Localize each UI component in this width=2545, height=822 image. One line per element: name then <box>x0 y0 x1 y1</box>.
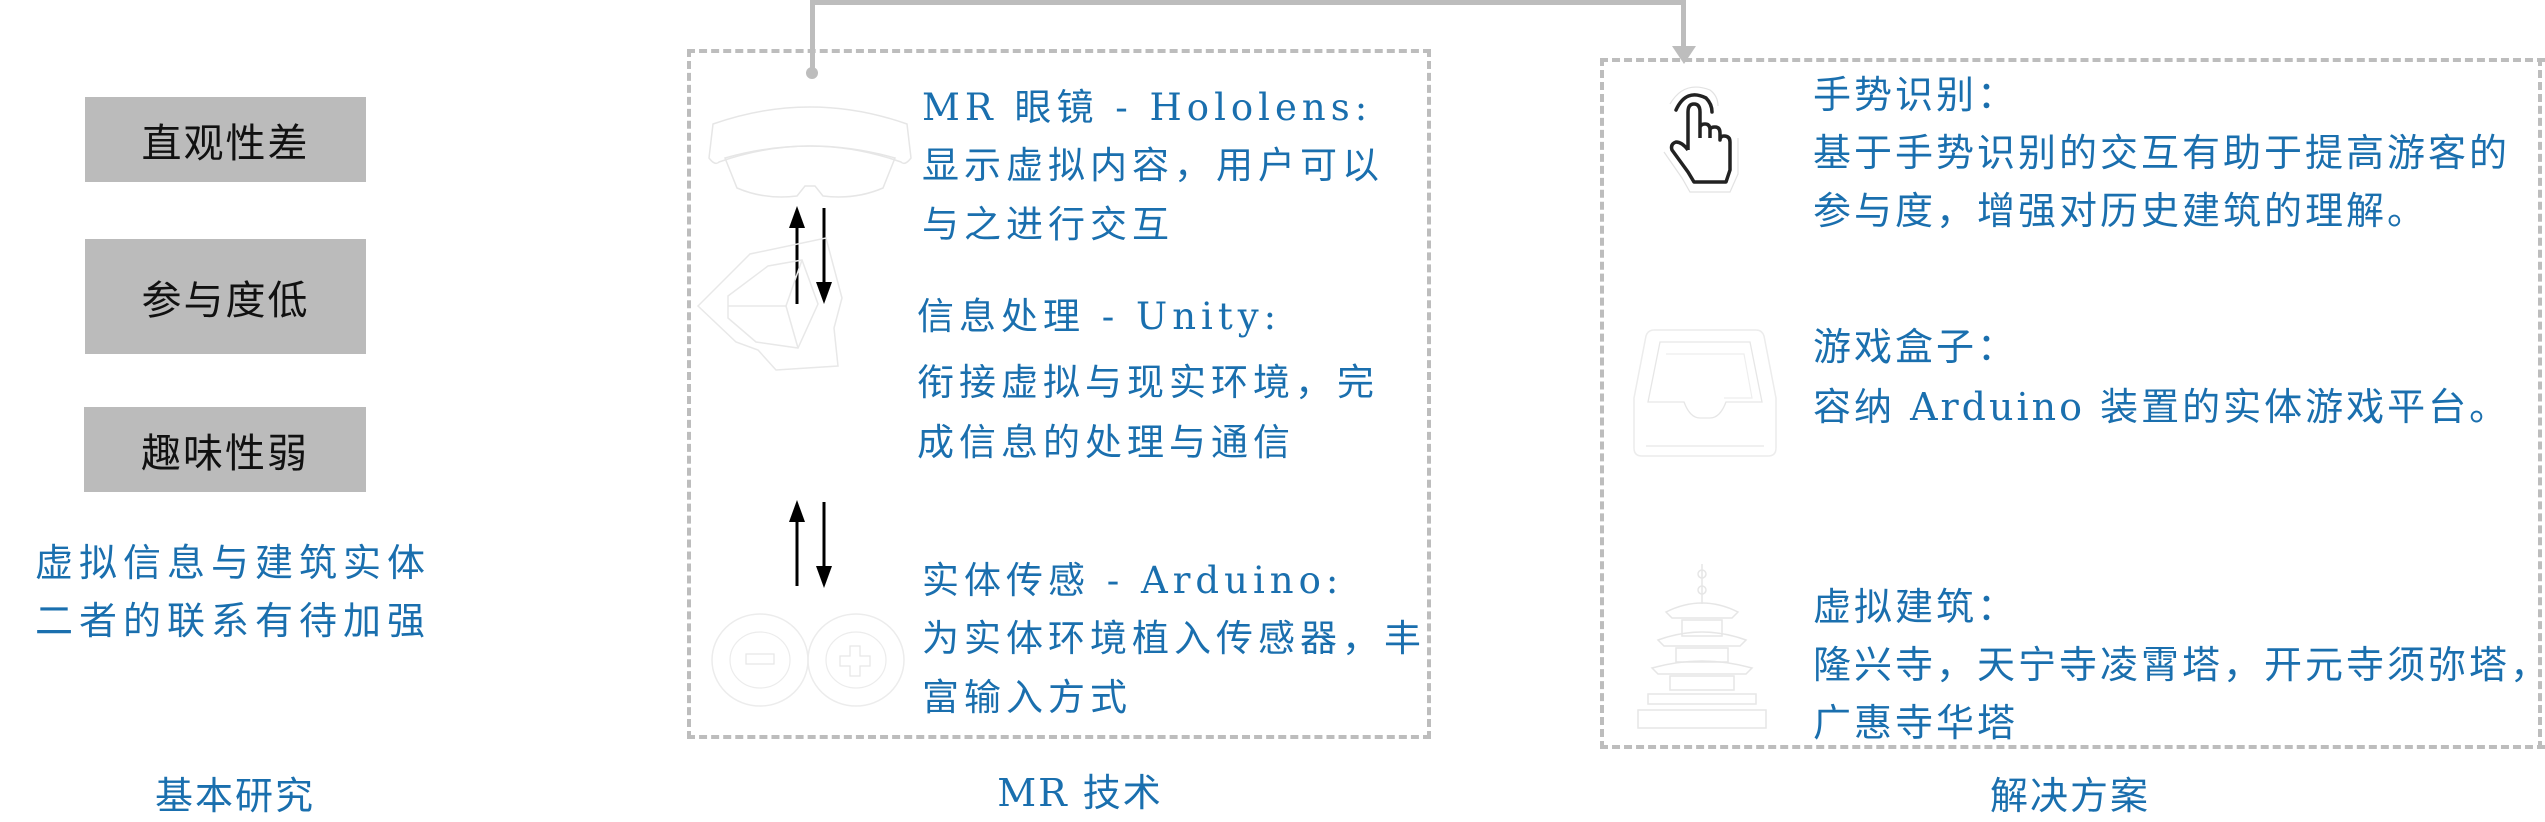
mr-technology-panel <box>687 49 1431 739</box>
unity-desc-line-2: 成信息的处理与通信 <box>917 421 1295 464</box>
hololens-title: MR 眼镜 - Hololens: <box>922 86 1373 129</box>
bidirectional-arrow-icon <box>789 206 832 304</box>
connector-vertical-left <box>810 0 815 72</box>
virtual-building-desc-line-2: 广惠寺华塔 <box>1813 701 2019 745</box>
solution-panel <box>1600 58 2545 749</box>
game-box-desc-line-1: 容纳 Arduino 装置的实体游戏平台。 <box>1813 385 2511 429</box>
bidirectional-arrow-icon <box>789 500 832 588</box>
problem-box-engagement: 参与度低 <box>85 239 366 354</box>
arduino-desc-line-2: 富输入方式 <box>922 676 1132 719</box>
pagoda-icon <box>1637 564 1767 729</box>
research-summary-line-1: 虚拟信息与建筑实体 <box>35 541 432 585</box>
hololens-icon <box>708 106 912 198</box>
caption-basic-research: 基本研究 <box>154 774 315 818</box>
arduino-title: 实体传感 - Arduino: <box>922 559 1344 602</box>
research-summary-line-2: 二者的联系有待加强 <box>35 599 432 643</box>
gesture-desc-line-2: 参与度，增强对历史建筑的理解。 <box>1813 189 2429 233</box>
solution-panel-right-edge <box>2538 58 2542 749</box>
problem-box-intuitiveness: 直观性差 <box>85 97 366 182</box>
tray-box-icon <box>1633 329 1777 457</box>
problem-label: 参与度低 <box>141 277 310 324</box>
connector-arrowhead-icon <box>1672 46 1696 64</box>
connector-vertical-right <box>1681 0 1686 50</box>
hololens-desc-line-1: 显示虚拟内容，用户可以 <box>922 144 1384 187</box>
connector-horizontal <box>810 0 1686 5</box>
virtual-building-title: 虚拟建筑： <box>1813 585 2019 629</box>
arduino-desc-line-1: 为实体环境植入传感器，丰 <box>922 617 1426 660</box>
connector-dot <box>806 67 818 79</box>
hololens-desc-line-2: 与之进行交互 <box>922 203 1174 246</box>
gesture-title: 手势识别： <box>1813 73 2019 117</box>
game-box-title: 游戏盒子： <box>1813 325 2019 369</box>
arduino-icon <box>711 613 905 707</box>
unity-desc-line-1: 衔接虚拟与现实环境，完 <box>917 361 1379 404</box>
problem-label: 趣味性弱 <box>141 430 309 477</box>
problem-box-fun: 趣味性弱 <box>84 407 366 492</box>
unity-title: 信息处理 - Unity: <box>917 295 1282 338</box>
unity-icon <box>696 237 843 371</box>
caption-mr-technology: MR 技术 <box>997 771 1163 815</box>
gesture-desc-line-1: 基于手势识别的交互有助于提高游客的 <box>1813 131 2511 175</box>
hand-pointer-icon <box>1663 86 1739 193</box>
caption-solution: 解决方案 <box>1989 774 2150 818</box>
virtual-building-desc-line-1: 隆兴寺，天宁寺凌霄塔，开元寺须弥塔， <box>1813 643 2545 687</box>
problem-label: 直观性差 <box>141 120 310 167</box>
